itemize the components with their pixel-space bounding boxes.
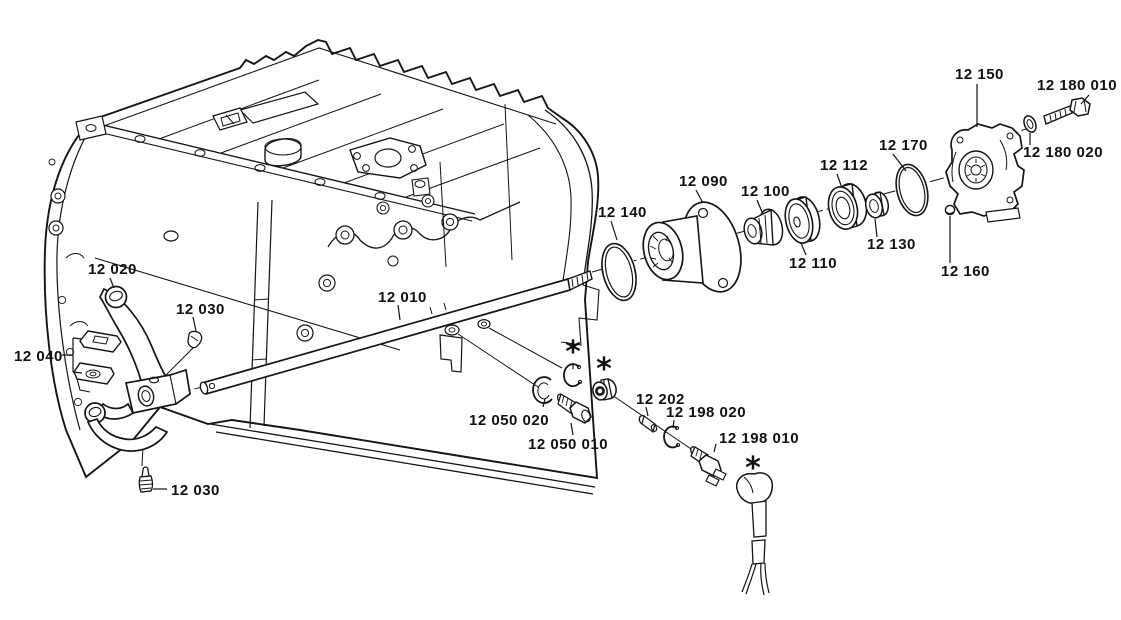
drive-flange-12090 — [642, 201, 742, 293]
ball-12160 — [944, 204, 956, 216]
snapring-12198020 — [663, 425, 680, 449]
part-label-12-198-010[interactable]: 12 198 010 — [719, 430, 799, 447]
shift-rod-12010 — [199, 270, 593, 396]
pump-housing-12150 — [945, 123, 1025, 223]
part-label-12-010[interactable]: 12 010 — [378, 289, 427, 306]
locknut-12130 — [864, 191, 890, 219]
o-ring-12170 — [895, 163, 929, 217]
asterisk-marker-1: * — [565, 335, 581, 370]
washer-12050020 — [532, 376, 553, 404]
part-label-12-112[interactable]: 12 112 — [820, 157, 868, 174]
part-label-12-140[interactable]: 12 140 — [598, 204, 647, 221]
callout-labels: 12 150 12 180 010 12 180 020 12 170 12 1… — [14, 66, 1117, 499]
part-label-12-020[interactable]: 12 020 — [88, 261, 137, 278]
part-label-12-100[interactable]: 12 100 — [741, 183, 790, 200]
connector-boot-asterisk-3 — [735, 472, 774, 596]
part-label-12-202[interactable]: 12 202 — [636, 391, 685, 408]
gearbox-housing — [43, 38, 600, 495]
bolt-12180010 — [1043, 97, 1091, 125]
pin-12030-bottom — [138, 466, 154, 493]
part-label-12-090[interactable]: 12 090 — [679, 173, 728, 190]
part-label-12-030-bottom[interactable]: 12 030 — [171, 482, 220, 499]
part-label-12-040[interactable]: 12 040 — [14, 348, 63, 365]
asterisk-marker-2: * — [596, 352, 612, 387]
bearing-ring-12112 — [827, 183, 868, 230]
part-label-12-180-010[interactable]: 12 180 010 — [1037, 77, 1117, 94]
sensor-12198010 — [690, 446, 727, 487]
socket-plug-asterisk-2 — [592, 378, 617, 401]
bushing-12100 — [743, 208, 784, 246]
pin-12030-top — [187, 330, 203, 349]
speedo-gear-12110 — [784, 196, 821, 244]
part-label-12-030-top[interactable]: 12 030 — [176, 301, 225, 318]
leader-lines — [62, 84, 1090, 490]
pin-12202 — [638, 414, 658, 434]
part-label-12-160[interactable]: 12 160 — [941, 263, 990, 280]
snapring-asterisk-1 — [563, 363, 583, 388]
part-label-12-050-010[interactable]: 12 050 010 — [528, 436, 608, 453]
part-label-12-150[interactable]: 12 150 — [955, 66, 1004, 83]
part-label-12-170[interactable]: 12 170 — [879, 137, 928, 154]
part-label-12-110[interactable]: 12 110 — [789, 255, 837, 272]
sliding-pads-12040 — [73, 330, 122, 393]
plug-12050010 — [556, 393, 592, 424]
washer-12180020 — [1023, 115, 1037, 133]
shift-fork-12020 — [84, 285, 191, 452]
part-label-12-180-020[interactable]: 12 180 020 — [1023, 144, 1103, 161]
part-label-12-050-020[interactable]: 12 050 020 — [469, 412, 549, 429]
part-label-12-198-020[interactable]: 12 198 020 — [666, 404, 746, 421]
asterisk-marker-3: * — [745, 451, 761, 486]
o-ring-12140 — [601, 242, 637, 302]
part-label-12-130[interactable]: 12 130 — [867, 236, 916, 253]
